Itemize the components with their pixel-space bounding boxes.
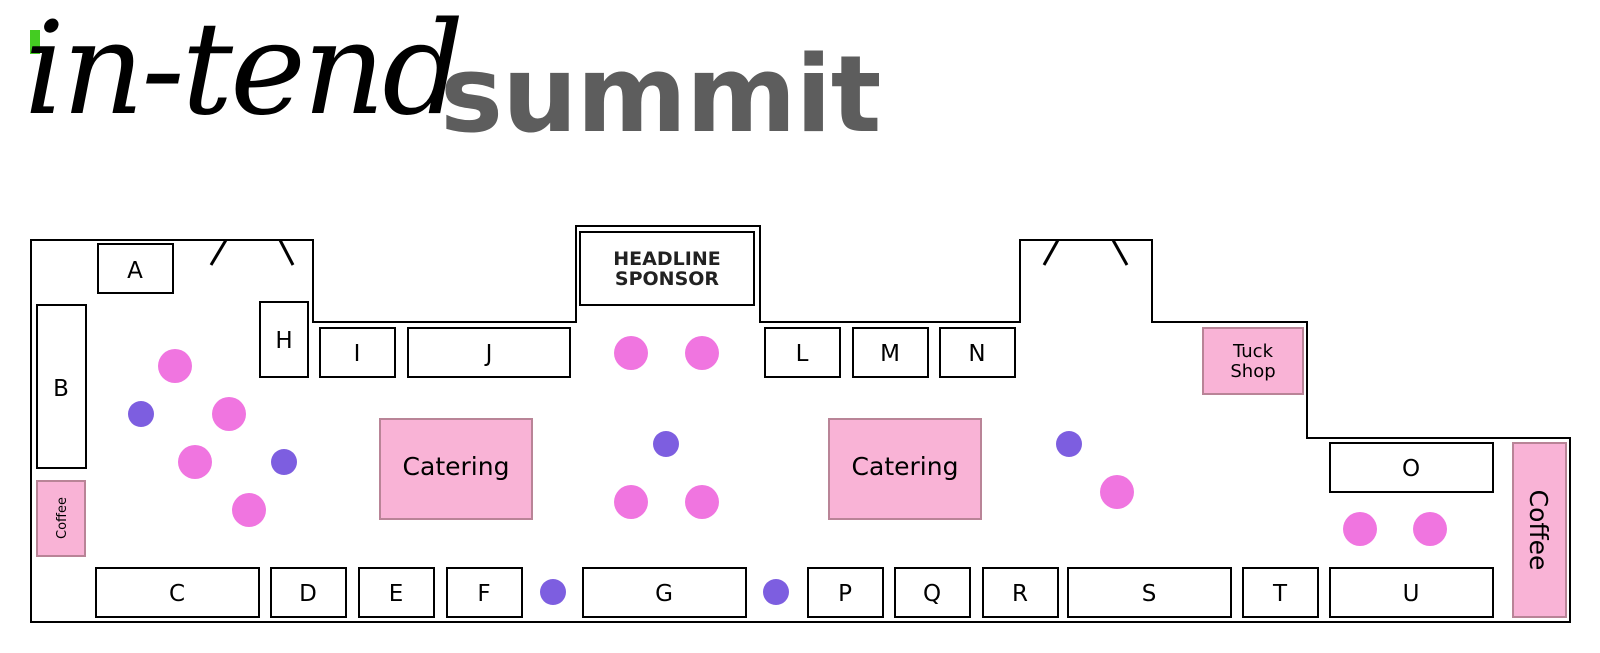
booth-j[interactable]: J [407,327,571,378]
booth-h-label: H [275,328,292,354]
headline-sponsor-line1: HEADLINE [613,248,720,270]
catering-left-label: Catering [403,452,510,481]
table-pink[interactable] [685,336,719,370]
coffee-right[interactable]: Coffee [1512,442,1567,618]
booth-t[interactable]: T [1242,567,1319,618]
booth-d-label: D [299,581,317,607]
table-purple[interactable] [653,431,679,457]
tuck-shop[interactable]: Tuck Shop [1202,327,1304,395]
booth-o-label: O [1402,456,1420,482]
tuck-shop-line1: Tuck [1232,341,1274,362]
booth-s[interactable]: S [1067,567,1232,618]
booth-b[interactable]: B [36,304,87,469]
booth-p[interactable]: P [807,567,884,618]
booth-n[interactable]: N [939,327,1016,378]
booth-c-label: C [169,581,185,607]
venue-outline [30,225,1571,623]
table-pink[interactable] [685,485,719,519]
booth-o[interactable]: O [1329,442,1494,493]
booth-l-label: L [796,341,809,367]
booth-s-label: S [1142,581,1157,607]
booth-r-label: R [1012,581,1028,607]
booth-a-label: A [127,258,143,284]
booth-m-label: M [880,341,900,367]
table-purple[interactable] [271,449,297,475]
booth-t-label: T [1272,581,1288,607]
catering-left[interactable]: Catering [379,418,533,520]
logo-accent-bar [30,30,40,54]
headline-sponsor-booth[interactable] [579,231,755,306]
booth-f-label: F [477,581,490,607]
booth-e-label: E [389,581,404,607]
booth-l[interactable]: L [764,327,841,378]
table-pink[interactable] [178,445,212,479]
door-right-1 [1042,239,1060,266]
booth-j-label: J [484,341,493,367]
table-pink[interactable] [614,485,648,519]
door-left-1 [209,239,228,266]
booth-q[interactable]: Q [894,567,971,618]
table-purple[interactable] [540,579,566,605]
tables [128,336,1447,605]
table-purple[interactable] [763,579,789,605]
coffee-left[interactable]: Coffee [36,480,86,557]
booth-f[interactable]: F [446,567,523,618]
tuck-shop-line2: Shop [1230,361,1275,382]
headline-sponsor-line2: SPONSOR [615,268,719,290]
booth-g[interactable]: G [582,567,747,618]
booth-i-label: I [354,341,361,367]
table-pink[interactable] [158,349,192,383]
table-purple[interactable] [1056,431,1082,457]
booth-n-label: N [968,341,985,367]
catering-right[interactable]: Catering [828,418,982,520]
table-pink[interactable] [1343,512,1377,546]
door-left-2 [278,239,295,266]
table-purple[interactable] [128,401,154,427]
table-pink[interactable] [1100,475,1134,509]
booth-b-label: B [53,376,69,402]
coffee-right-label: Coffee [1524,490,1553,571]
booth-e[interactable]: E [358,567,435,618]
booth-r[interactable]: R [982,567,1059,618]
booth-u-label: U [1403,581,1420,607]
booth-c[interactable]: C [95,567,260,618]
booth-m[interactable]: M [852,327,929,378]
table-pink[interactable] [232,493,266,527]
booth-a[interactable]: A [97,243,174,294]
booth-i[interactable]: I [319,327,396,378]
logo-summit-text: summit [440,33,881,156]
logo-script-text: in-tend [24,0,464,144]
door-right-2 [1111,239,1129,266]
booth-d[interactable]: D [270,567,347,618]
coffee-left-label: Coffee [55,497,70,539]
booth-p-label: P [838,581,852,607]
table-pink[interactable] [614,336,648,370]
booth-u[interactable]: U [1329,567,1494,618]
table-pink[interactable] [1413,512,1447,546]
table-pink[interactable] [212,397,246,431]
booth-q-label: Q [923,581,941,607]
booth-g-label: G [655,581,673,607]
booth-h[interactable]: H [259,301,309,378]
catering-right-label: Catering [852,452,959,481]
